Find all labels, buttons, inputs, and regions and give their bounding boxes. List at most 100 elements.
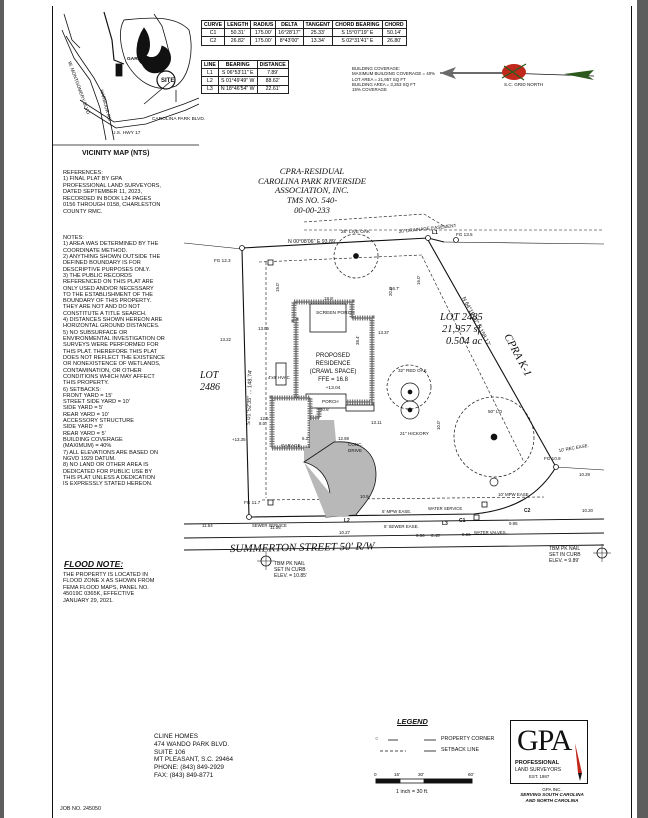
property-boundary bbox=[183, 213, 605, 551]
line-cell: L1 bbox=[201, 68, 219, 78]
tbm-right-line: TBM PK NAIL bbox=[549, 546, 581, 552]
elev-6: 10.27 bbox=[339, 530, 351, 535]
line-header-0: LINE bbox=[201, 59, 219, 70]
fg-point-3: FG 10.9 bbox=[544, 456, 561, 461]
elev-5: 10.9 bbox=[360, 494, 369, 499]
scale-tick-30: 30' bbox=[418, 772, 424, 777]
elev-13: 9.56 bbox=[416, 533, 425, 538]
elev-2: 13.37 bbox=[378, 330, 390, 335]
client-line: CLINE HOMES bbox=[154, 733, 199, 740]
drive-label-2: DRIVE bbox=[348, 448, 362, 453]
line-cell: 22.61' bbox=[256, 84, 289, 94]
note-line: STREET SIDE YARD = 10' bbox=[63, 399, 130, 406]
logo-pen-icon bbox=[575, 743, 582, 781]
flood-line: 45019C 0365K, EFFECTIVE bbox=[63, 591, 135, 598]
curve-cell: 16°28'17" bbox=[275, 28, 304, 38]
sewer-ease-label: 5' SEWER EASE. bbox=[384, 524, 419, 529]
lot-left-2: 2486 bbox=[200, 382, 220, 393]
note-line: THIS PROPERTY. bbox=[63, 380, 109, 387]
reference-line: 1) FINAL PLAT BY GPA bbox=[63, 176, 123, 183]
vicinity-park-label: CAROLINA PARK BLVD. bbox=[152, 116, 205, 122]
tbm-left: TBM PK NAIL SET IN CURB ELEV. = 10.85' bbox=[274, 561, 307, 579]
vicinity-site-label: SITE bbox=[161, 78, 174, 84]
trees bbox=[333, 233, 535, 487]
cpra-label: CPRA K-1 bbox=[501, 332, 533, 379]
note-line: IS EXPRESSLY STATED HEREON. bbox=[63, 481, 153, 488]
note-line: FRONT YARD = 15' bbox=[63, 392, 113, 399]
dim-3: 56.7' bbox=[390, 286, 400, 291]
curve-header-2: RADIUS bbox=[250, 19, 277, 30]
legend-text-setback: SETBACK LINE bbox=[441, 747, 479, 753]
residence-footprint bbox=[269, 299, 377, 518]
note-line: HORIZONTAL GROUND DISTANCES. bbox=[63, 323, 160, 330]
note-line: REAR YARD = 5' bbox=[63, 430, 106, 437]
note-line: 5) NO SUBSURFACE OR bbox=[63, 329, 128, 336]
lot-area-ac: 0.504 ac bbox=[446, 336, 483, 347]
dim-9: 10.0' bbox=[436, 420, 441, 430]
fg-point-2: FG 13.5 bbox=[456, 232, 473, 237]
reference-line: RECORDED IN BOOK L24 PAGES bbox=[63, 195, 152, 202]
elev-15: 12.5 bbox=[260, 416, 269, 421]
dim-1: 18.9' bbox=[324, 296, 334, 301]
note-line: 1) AREA WAS DETERMINED BY THE bbox=[63, 241, 159, 248]
curve-cell: 13.34' bbox=[302, 36, 334, 46]
curve-cell: 26.82' bbox=[224, 36, 252, 46]
line-header-2: DISTANCE bbox=[256, 59, 289, 70]
curve-c2: C2 bbox=[524, 508, 531, 514]
notes-block: NOTES: 1) AREA WAS DETERMINED BY THE COO… bbox=[63, 235, 165, 488]
dim-7: 16.0' bbox=[416, 275, 421, 285]
logo-foot-line: GPA INC. bbox=[542, 787, 562, 792]
coverage-line: 15% COVERAGE bbox=[352, 87, 387, 93]
client-line: PHONE: (843) 849-2929 bbox=[154, 764, 224, 772]
street-name: SUMMERTON STREET 50' R/W bbox=[230, 540, 376, 555]
curve-cell: 175.00' bbox=[250, 28, 277, 38]
vicinity-title: VICINITY MAP (NTS) bbox=[82, 150, 150, 157]
line-l1: L1 bbox=[432, 230, 438, 236]
logo-brand: GPA bbox=[517, 724, 572, 757]
note-line: CONTAMINATION, OR OTHER bbox=[63, 367, 142, 374]
line-l2: L2 bbox=[344, 518, 350, 524]
vicinity-harbor-label: HARBOUR RD bbox=[98, 89, 112, 122]
curve-header-3: DELTA bbox=[275, 19, 304, 30]
elev-7: 11.06 bbox=[270, 525, 281, 530]
mpw-ease-label: 10' MPW EASE. bbox=[498, 492, 530, 497]
residence-line-2: RESIDENCE bbox=[315, 361, 350, 367]
sewer-service-label: SEWER SERVICE bbox=[252, 523, 287, 528]
sheet-border bbox=[52, 6, 632, 818]
curve-header-6: CHORD bbox=[381, 19, 407, 30]
line-cell: 88.62' bbox=[256, 76, 289, 86]
curve-header-4: TANGENT bbox=[302, 19, 334, 30]
reference-line: COUNTY RMC. bbox=[63, 208, 103, 215]
note-line: ONLY USED AND/OR NECESSARY bbox=[63, 285, 154, 292]
curve-cell: C2 bbox=[200, 36, 226, 46]
curve-table: CURVE LENGTH RADIUS DELTA TANGENT CHORD … bbox=[200, 19, 407, 46]
lo-label: 50" LO bbox=[488, 409, 503, 414]
note-line: (MAXIMUM) = 40% bbox=[63, 443, 112, 450]
residual-line: CPRA-RESIDUAL bbox=[279, 166, 345, 176]
note-line: ENVIRONMENTAL INVESTIGATION OR bbox=[63, 336, 165, 342]
porch-label: PORCH bbox=[322, 399, 339, 404]
scale-tick-15: 15' bbox=[394, 772, 400, 777]
drainage-label: 20' DRAINAGE EASEMENT bbox=[399, 223, 457, 234]
flood-line: FEMA FLOOD MAPS, PANEL NO. bbox=[63, 584, 149, 591]
client-block: CLINE HOMES 474 WANDO PARK BLVD. SUITE 1… bbox=[154, 733, 233, 780]
water-service-label: WATER SERVICE bbox=[428, 506, 462, 511]
north-arrow-label: S.C. GRID NORTH bbox=[504, 82, 543, 87]
line-cell: 7.89' bbox=[256, 68, 289, 78]
residual-title: CPRA-RESIDUAL CAROLINA PARK RIVERSIDE AS… bbox=[232, 166, 392, 215]
elev-1: 13.05 bbox=[258, 326, 270, 331]
line-cell: S 01°49'49" W bbox=[217, 76, 258, 86]
note-line: 4) DISTANCES SHOWN HEREON ARE bbox=[63, 317, 163, 324]
note-line: 6) SETBACKS: bbox=[63, 386, 101, 393]
vicinity-map bbox=[53, 11, 200, 146]
residence-line-1: PROPOSED bbox=[316, 353, 351, 359]
logo-line2: LAND SURVEYORS bbox=[515, 767, 562, 773]
client-line: MT PLEASANT, S.C. 29464 bbox=[154, 756, 234, 764]
flood-line: THE PROPERTY IS LOCATED IN bbox=[63, 572, 148, 578]
screen-porch-label: SCREEN PORCH bbox=[316, 310, 355, 316]
residence-line-5: +13.04 bbox=[326, 385, 341, 391]
scale-tick-0: 0 bbox=[374, 772, 377, 777]
curve-cell: 25.33' bbox=[302, 28, 334, 38]
tbm-right-line: ELEV. = 9.89' bbox=[549, 557, 580, 564]
note-line: NOTES: bbox=[63, 235, 84, 241]
